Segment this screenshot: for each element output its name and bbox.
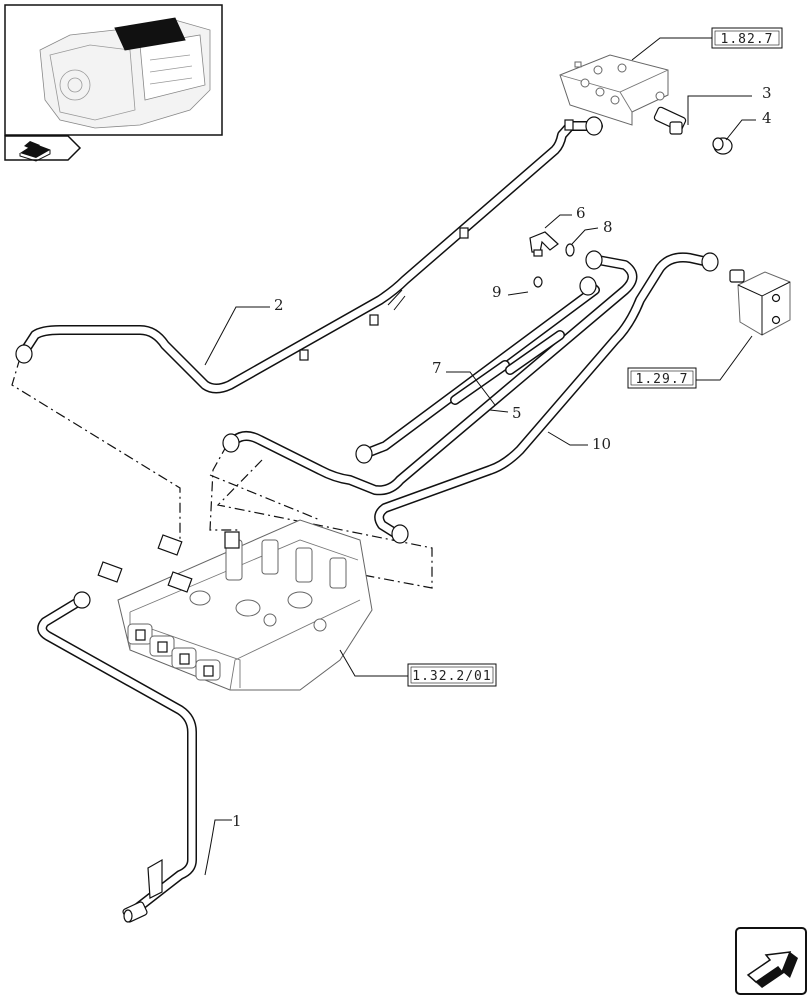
leader-lines: [204, 37, 756, 876]
callouts: 1 2 3 4 5 6 7 8 9 10: [232, 84, 772, 830]
pipe-5[interactable]: [222, 250, 638, 496]
manual-book-icon: [19, 141, 51, 162]
next-page-arrow-icon: [746, 951, 798, 988]
cap-4[interactable]: [712, 137, 733, 155]
pipe-1[interactable]: [37, 591, 197, 923]
reference-box-1-82-7[interactable]: 1.82.7: [711, 27, 783, 49]
reference-1-29-7: 1.29.7: [636, 372, 689, 387]
reference-1-82-7: 1.82.7: [721, 32, 774, 47]
elbow-fitting-6[interactable]: [529, 231, 559, 257]
pipe-2[interactable]: [15, 116, 603, 394]
pipe-upper-short[interactable]: [355, 276, 600, 464]
callout-10: 10: [592, 435, 611, 453]
o-ring-9[interactable]: [533, 276, 543, 288]
pipe-10[interactable]: [374, 252, 719, 544]
callout-5: 5: [512, 404, 522, 422]
seal-ring-8[interactable]: [565, 243, 575, 257]
block-fittings: [97, 531, 240, 593]
reference-box-1-29-7[interactable]: 1.29.7: [627, 367, 697, 389]
reference-1-32-2-01: 1.32.2/01: [412, 669, 491, 684]
sleeve-upper[interactable]: [505, 330, 565, 375]
control-valve-top[interactable]: [559, 54, 669, 126]
reference-box-1-32-2-01[interactable]: 1.32.2/01: [407, 663, 497, 687]
callout-1: 1: [232, 812, 242, 830]
control-valve-right[interactable]: [729, 269, 791, 336]
valve-stems: [189, 539, 347, 632]
next-page-button[interactable]: [735, 927, 807, 995]
callout-6: 6: [576, 204, 586, 222]
thumbnail-box[interactable]: [4, 4, 223, 136]
callout-3: 3: [762, 84, 772, 102]
callout-8: 8: [603, 218, 613, 236]
fitting-3[interactable]: [653, 106, 687, 135]
valve-block[interactable]: [97, 519, 373, 691]
manual-book-box[interactable]: [4, 135, 82, 162]
callout-2: 2: [274, 296, 284, 314]
callout-7: 7: [432, 359, 442, 377]
transmission-thumbnail-icon: [39, 17, 211, 129]
callout-4: 4: [762, 109, 772, 127]
solenoid-coils: [127, 623, 221, 681]
sleeve-7[interactable]: [450, 360, 510, 405]
connection-lines: [11, 357, 433, 589]
callout-9: 9: [492, 283, 502, 301]
